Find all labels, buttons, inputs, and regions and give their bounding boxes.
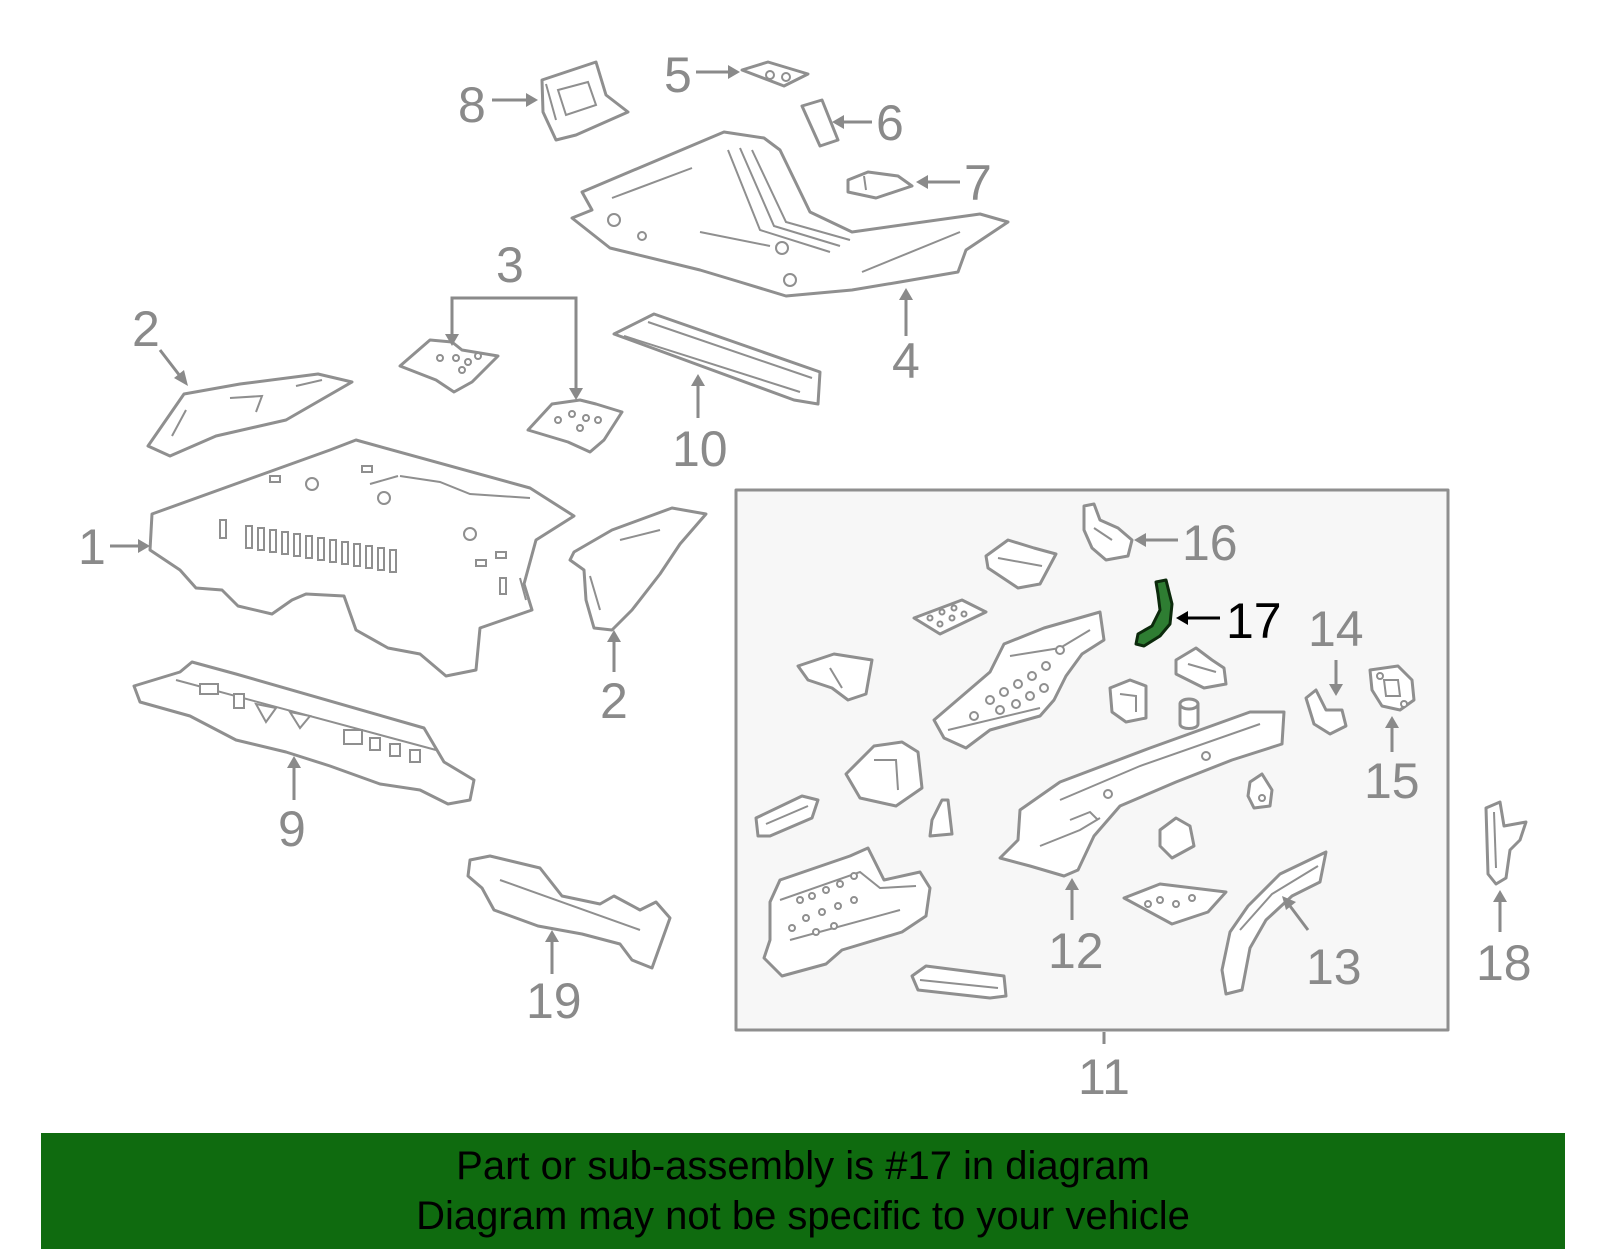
- part-3-right[interactable]: [526, 398, 624, 454]
- callout-6: 6: [876, 95, 904, 151]
- arrowhead-1: [138, 539, 150, 553]
- assembly-11-bracket-e[interactable]: [844, 740, 924, 808]
- banner-line-2: Diagram may not be specific to your vehi…: [416, 1194, 1190, 1238]
- callout-18: 18: [1476, 935, 1532, 991]
- assembly-11-bottom-strip[interactable]: [910, 964, 1008, 1000]
- callout-11: 11: [1078, 1049, 1130, 1105]
- arrowhead-2a: [174, 370, 188, 386]
- callout-13: 13: [1306, 939, 1362, 995]
- assembly-11-front-floor[interactable]: [762, 846, 932, 978]
- part-15[interactable]: [1368, 664, 1416, 712]
- leader-13: [1288, 905, 1310, 931]
- part-13[interactable]: [1220, 850, 1328, 996]
- arrowhead-3a: [445, 334, 459, 346]
- arrowhead-18: [1493, 890, 1507, 902]
- callout-4: 4: [892, 333, 920, 389]
- assembly-11-bracket-h[interactable]: [1158, 816, 1196, 860]
- callout-10: 10: [672, 421, 728, 477]
- arrowhead-13: [1282, 896, 1296, 910]
- arrowhead-16: [1134, 533, 1146, 547]
- assembly-11-bracket-c[interactable]: [796, 652, 874, 702]
- arrowhead-3b: [569, 388, 583, 400]
- arrowhead-4: [899, 288, 913, 300]
- part-4[interactable]: [570, 130, 1010, 298]
- part-2-right[interactable]: [568, 506, 708, 632]
- part-6[interactable]: [800, 98, 840, 148]
- part-18[interactable]: [1484, 800, 1528, 886]
- callout-3: 3: [496, 237, 524, 293]
- banner-line-1: Part or sub-assembly is #17 in diagram: [456, 1144, 1150, 1188]
- part-9[interactable]: [132, 660, 476, 806]
- arrowhead-5: [728, 65, 740, 79]
- callout-17: 17: [1226, 593, 1282, 649]
- assembly-11-bracket-g[interactable]: [1246, 772, 1274, 810]
- assembly-11-plate[interactable]: [912, 598, 988, 636]
- assembly-11-strip[interactable]: [754, 794, 820, 838]
- part-2-left[interactable]: [146, 372, 354, 458]
- part-19[interactable]: [466, 854, 672, 970]
- leader-2a: [158, 349, 182, 377]
- arrowhead-10: [691, 374, 705, 386]
- callout-8: 8: [458, 77, 486, 133]
- arrowhead-9: [287, 756, 301, 768]
- arrowhead-17: [1176, 611, 1188, 625]
- arrowhead-7: [916, 175, 928, 189]
- callout-16: 16: [1182, 515, 1238, 571]
- arrowhead-14: [1329, 684, 1343, 696]
- part-10[interactable]: [612, 312, 822, 406]
- arrowhead-12: [1065, 878, 1079, 890]
- callout-2b: 2: [600, 673, 628, 729]
- arrowhead-8: [526, 93, 538, 107]
- callout-5: 5: [664, 47, 692, 103]
- callout-19: 19: [526, 973, 582, 1029]
- callout-15: 15: [1364, 753, 1420, 809]
- assembly-11-bracket-d[interactable]: [1108, 678, 1148, 724]
- part-8[interactable]: [540, 60, 630, 142]
- info-banner: Part or sub-assembly is #17 in diagram D…: [41, 1133, 1565, 1249]
- arrowhead-6: [832, 115, 844, 129]
- part-7[interactable]: [846, 170, 914, 200]
- part-14[interactable]: [1304, 688, 1348, 736]
- leader-3: [450, 296, 578, 390]
- callout-2a: 2: [132, 301, 160, 357]
- callout-14: 14: [1308, 601, 1364, 657]
- callout-1: 1: [78, 519, 106, 575]
- callout-12: 12: [1048, 923, 1104, 979]
- part-12[interactable]: [998, 710, 1286, 878]
- assembly-11-bracket-f[interactable]: [928, 798, 954, 838]
- assembly-11-bracket-b[interactable]: [1174, 646, 1228, 690]
- assembly-11-spacer[interactable]: [1178, 697, 1200, 730]
- callout-7: 7: [964, 155, 992, 211]
- callout-9: 9: [278, 801, 306, 857]
- part-16[interactable]: [1082, 502, 1134, 562]
- assembly-11-floor-section[interactable]: [932, 610, 1106, 750]
- arrowhead-19: [545, 930, 559, 942]
- part-3-left[interactable]: [398, 338, 500, 394]
- arrowhead-15: [1385, 716, 1399, 728]
- part-1[interactable]: [148, 438, 576, 678]
- assembly-11-plate-b[interactable]: [1122, 882, 1228, 926]
- arrowhead-2b: [607, 630, 621, 642]
- part-5[interactable]: [740, 60, 810, 88]
- assembly-11-bracket-a[interactable]: [984, 538, 1058, 590]
- part-17-highlighted[interactable]: [1134, 578, 1174, 648]
